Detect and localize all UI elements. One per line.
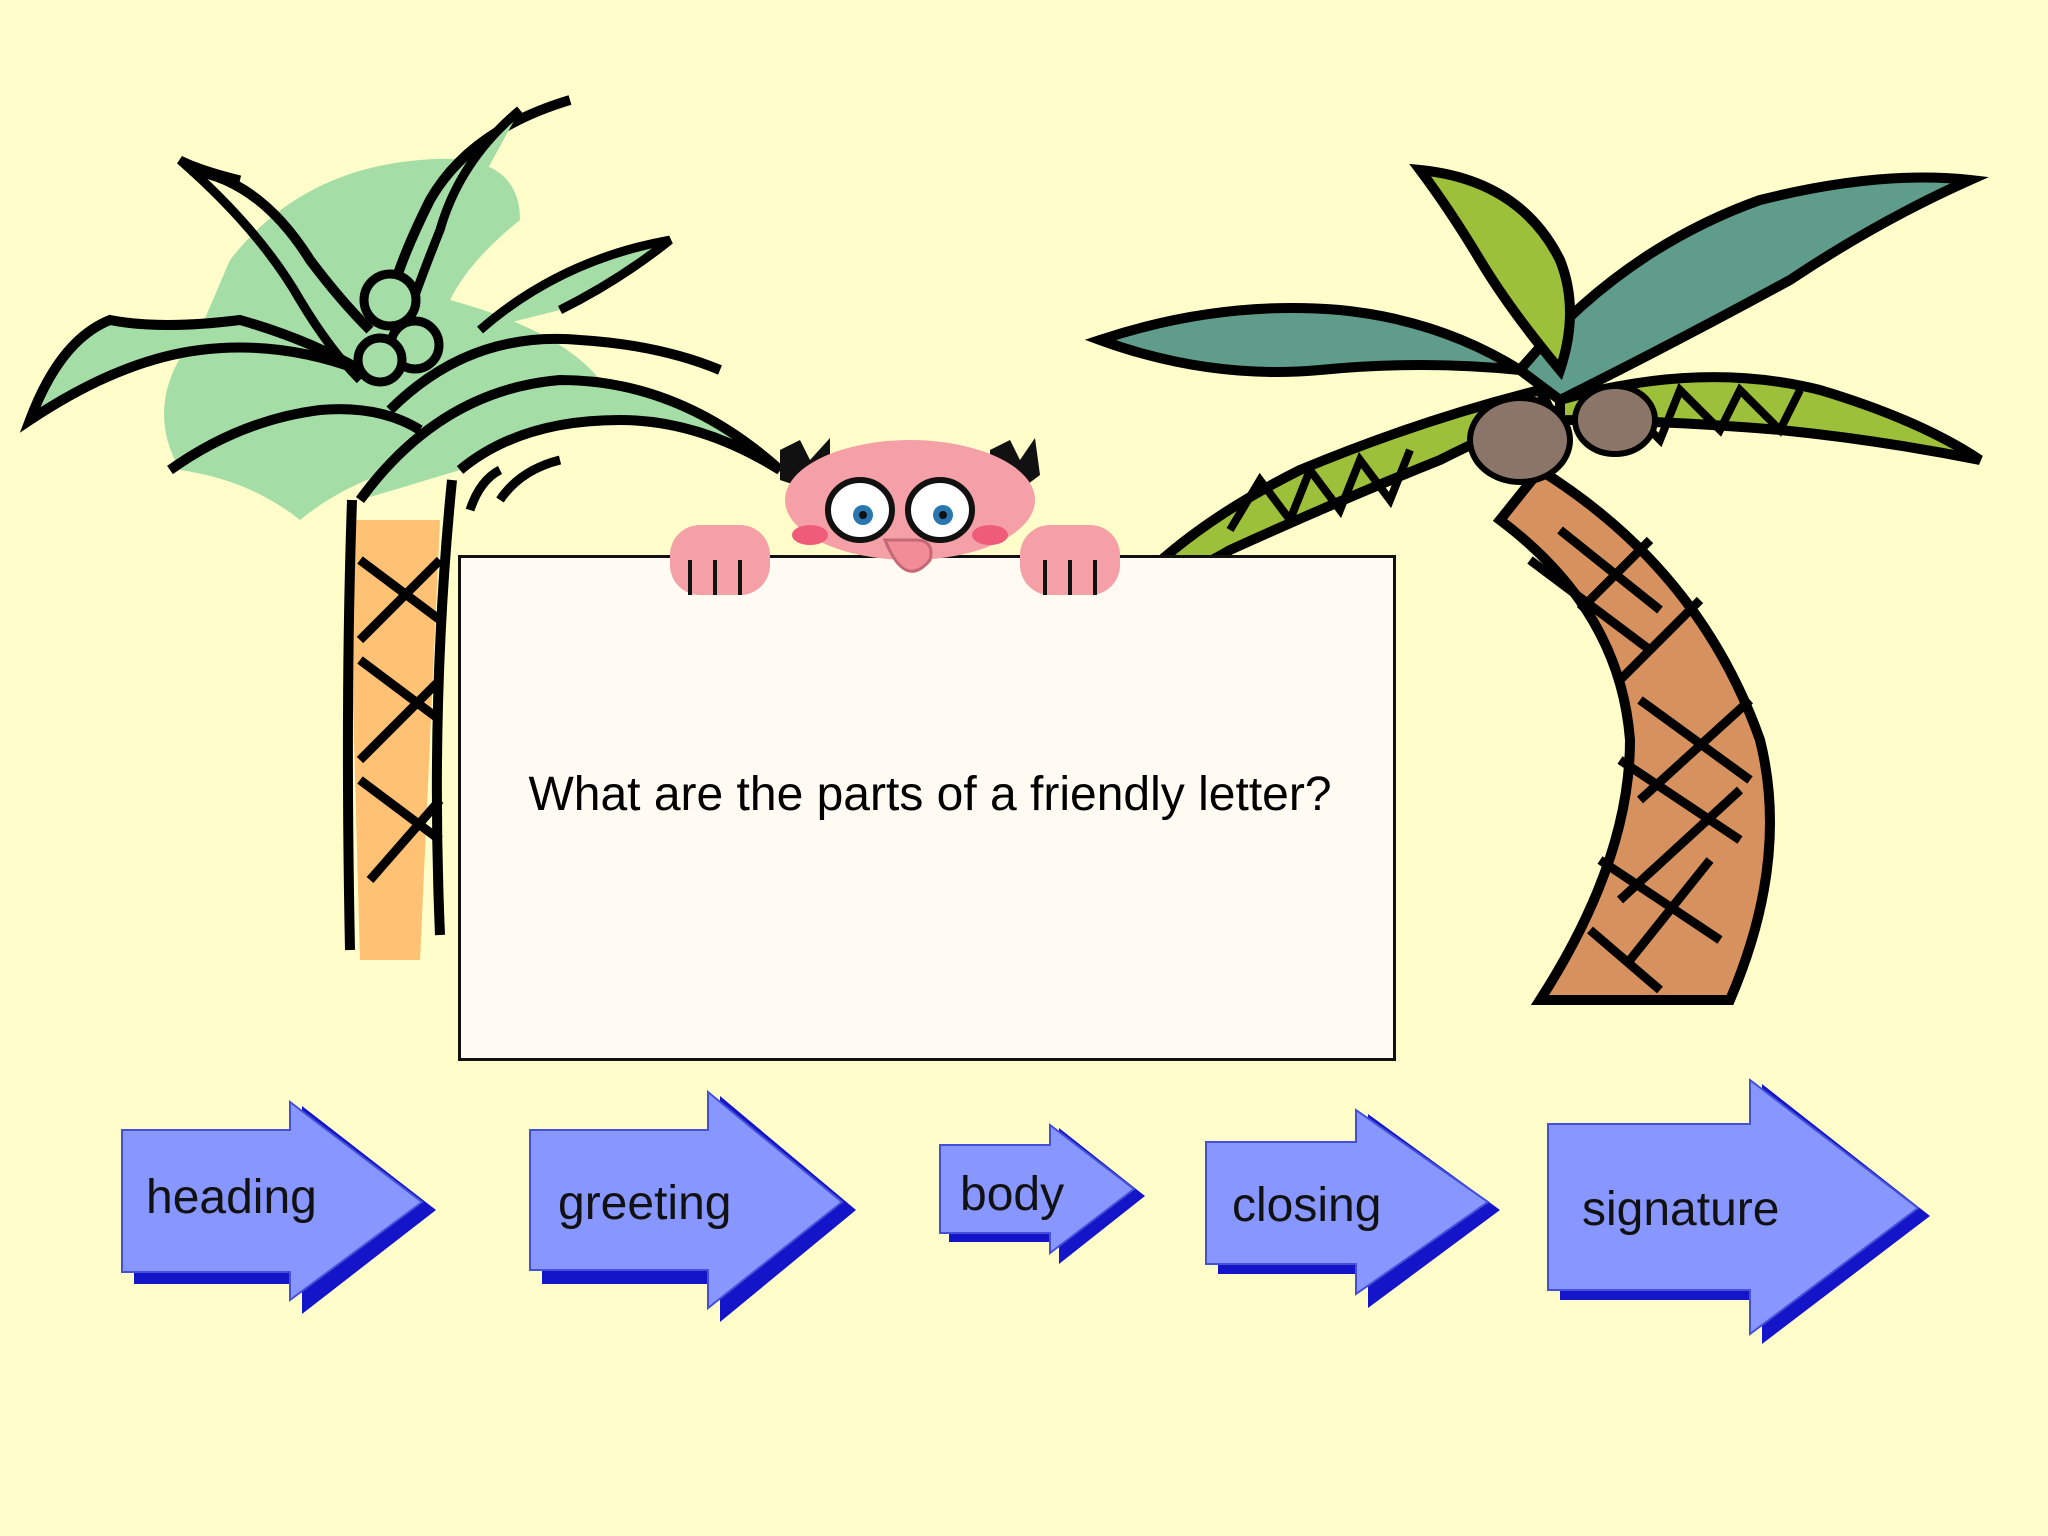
body-arrow[interactable]: body [938, 1122, 1148, 1264]
signature-label: signature [1582, 1183, 1780, 1236]
greeting-arrow[interactable]: greeting [528, 1089, 858, 1322]
question-text: What are the parts of a friendly letter? [528, 768, 1332, 821]
closing-arrow[interactable]: closing [1204, 1108, 1504, 1308]
closing-label: closing [1232, 1179, 1382, 1232]
peeking-man-icon [670, 438, 1120, 595]
left-palm-tree-icon [19, 95, 784, 960]
heading-arrow[interactable]: heading [120, 1099, 440, 1314]
body-arrow-shape [939, 1122, 1145, 1264]
signature-arrow-shape [1547, 1077, 1930, 1344]
closing-arrow-shape [1205, 1108, 1500, 1308]
body-label: body [960, 1168, 1065, 1221]
greeting-arrow-shape [529, 1089, 856, 1322]
heading-label: heading [146, 1171, 317, 1224]
question-sign-board [458, 555, 1396, 1061]
greeting-label: greeting [558, 1177, 732, 1230]
signature-arrow[interactable]: signature [1546, 1077, 1936, 1348]
heading-arrow-shape [121, 1099, 436, 1314]
right-palm-tree-icon [1084, 163, 1989, 1005]
